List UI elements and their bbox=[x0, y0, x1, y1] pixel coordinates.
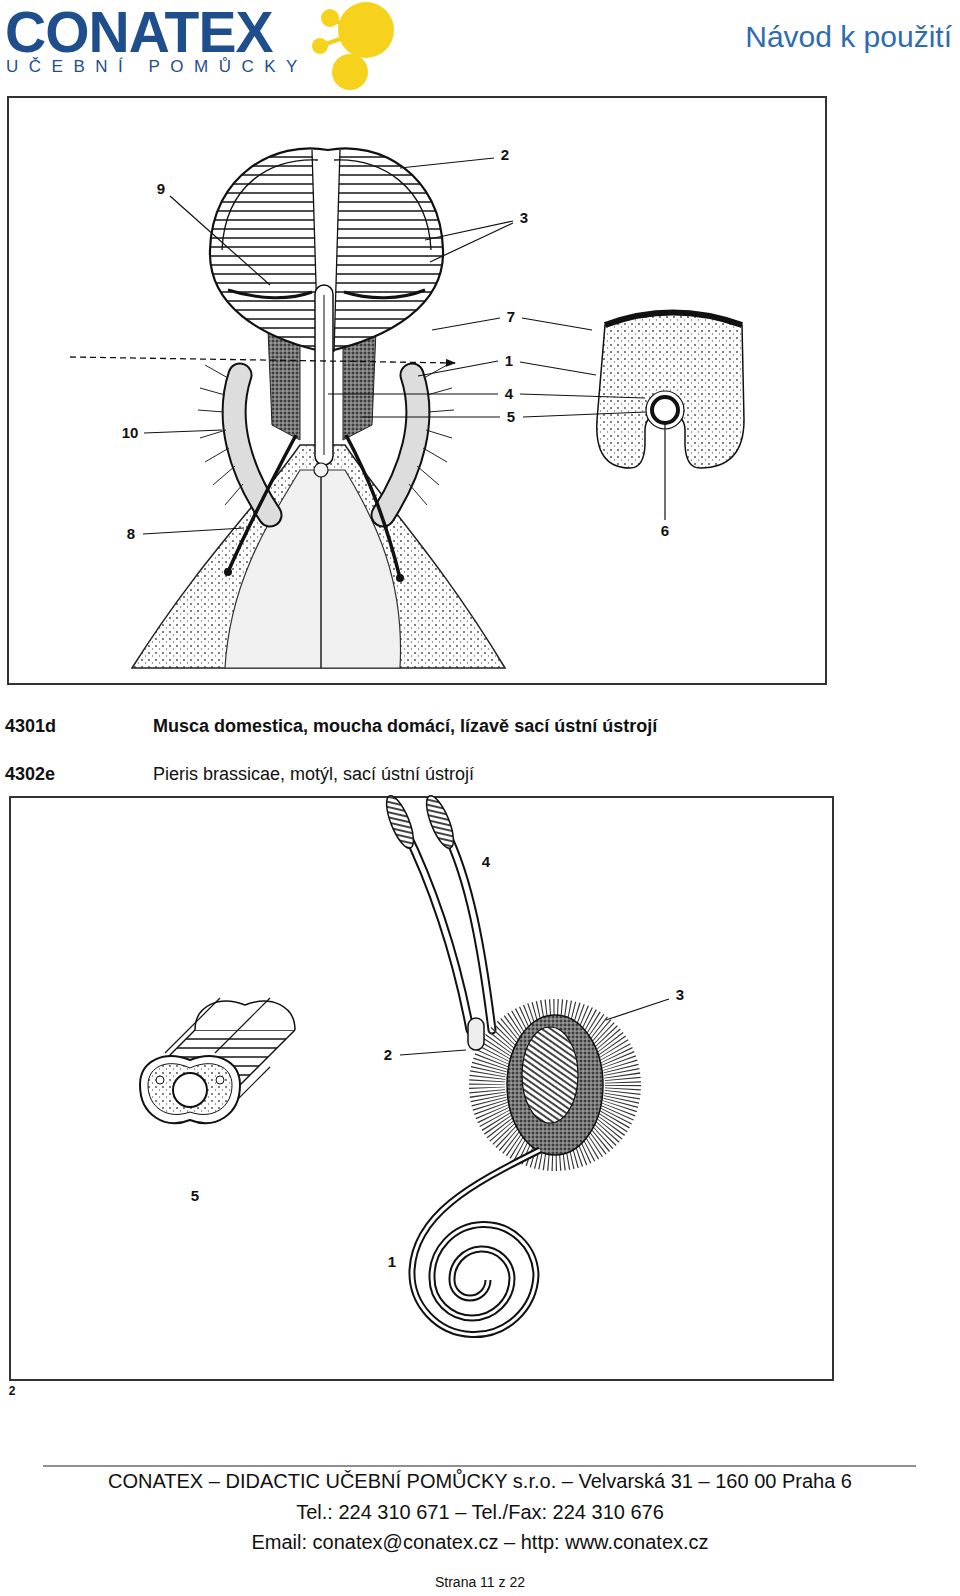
callout-number: 2 bbox=[499, 146, 511, 163]
caption-text: Pieris brassicae, motýl, sací ústní ústr… bbox=[153, 764, 474, 785]
callout-number: 5 bbox=[189, 1187, 201, 1204]
callout-number: 10 bbox=[120, 424, 141, 441]
callout-number: 1 bbox=[503, 352, 515, 369]
callout-number: 3 bbox=[518, 209, 530, 226]
footer-text: Tel.: 224 310 671 – Tel./Fax: 224 310 67… bbox=[296, 1501, 664, 1524]
logo-molecule bbox=[312, 2, 394, 90]
callout-number: 1 bbox=[386, 1253, 398, 1270]
figure-frame bbox=[10, 797, 833, 1380]
footer-text: CONATEX – DIDACTIC UČEBNÍ POMŮCKY s.r.o.… bbox=[108, 1470, 852, 1493]
butterfly-proboscis bbox=[140, 793, 669, 1335]
page-number: Strana 11 z 22 bbox=[435, 1574, 525, 1590]
figure-frame bbox=[8, 97, 826, 684]
callout-number: 2 bbox=[9, 1385, 16, 1399]
callout-number: 5 bbox=[505, 408, 517, 425]
callout-number: 4 bbox=[503, 385, 515, 402]
caption-text: Musca domestica, moucha domácí, lízavě s… bbox=[153, 716, 657, 737]
footer-rule bbox=[43, 1465, 916, 1466]
callout-number: 3 bbox=[674, 986, 686, 1003]
callout-number: 4 bbox=[480, 853, 492, 870]
logo-subtitle: UČEBNÍ POMŮCKY bbox=[6, 57, 308, 77]
callout-number: 9 bbox=[155, 180, 167, 197]
callout-number: 7 bbox=[505, 308, 517, 325]
callout-number: 6 bbox=[659, 522, 671, 539]
footer-text: Email: conatex@conatex.cz – http: www.co… bbox=[251, 1531, 708, 1554]
logo-text: CONATEX bbox=[5, 0, 272, 66]
callout-number: 2 bbox=[382, 1046, 394, 1063]
callout-number: 8 bbox=[125, 525, 137, 542]
page-heading: Návod k použití bbox=[745, 20, 952, 55]
caption-code: 4301d bbox=[5, 716, 56, 737]
fly-mouthparts bbox=[70, 140, 744, 668]
caption-code: 4302e bbox=[5, 764, 55, 785]
